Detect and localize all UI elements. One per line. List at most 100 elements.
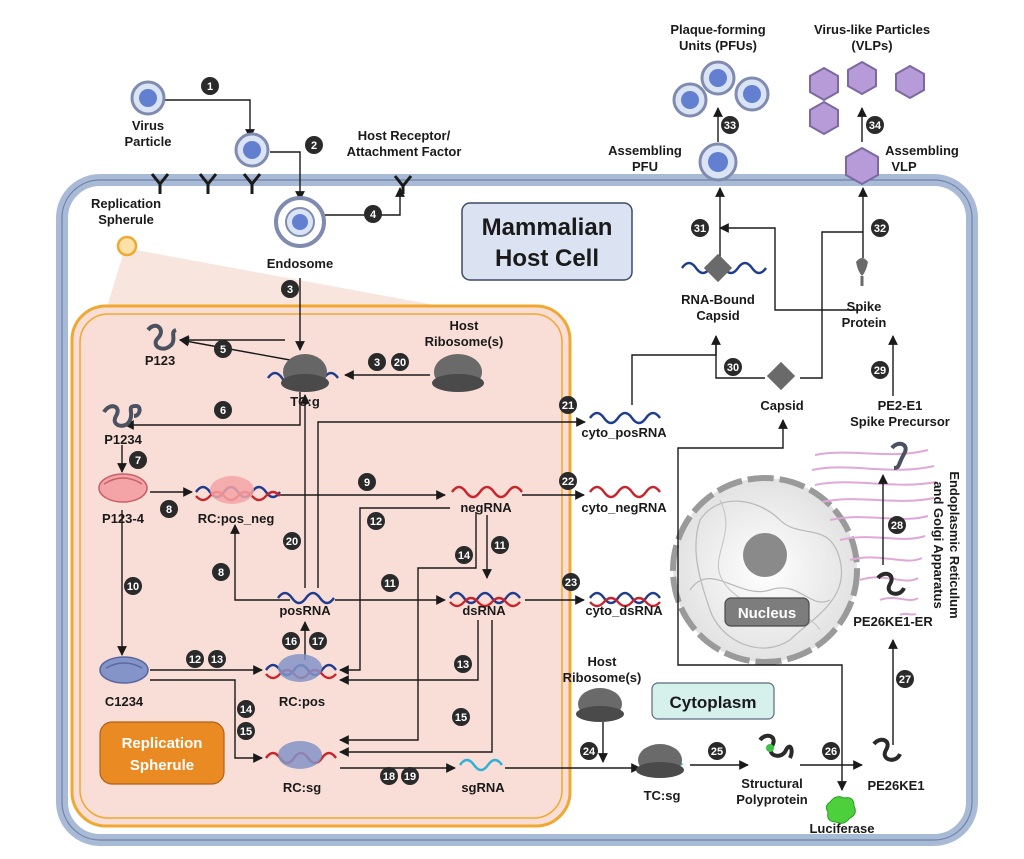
- tcsg-label: TC:sg: [644, 788, 681, 803]
- svg-text:8: 8: [218, 567, 224, 579]
- rc-pos-label: RC:pos: [279, 694, 325, 709]
- pe2e1-icon: [890, 441, 908, 470]
- svg-text:15: 15: [455, 712, 467, 724]
- rc-pos-neg-complex-icon: [210, 476, 254, 504]
- virus-particle-icon: [130, 80, 166, 116]
- svg-text:3: 3: [374, 357, 380, 369]
- dsrna-label: dsRNA: [462, 603, 506, 618]
- p123-icon: [146, 323, 177, 351]
- svg-text:12: 12: [370, 516, 382, 528]
- svg-text:4: 4: [370, 209, 377, 221]
- labels: Virus Particle Host Receptor/ Attachment…: [91, 22, 959, 836]
- step-marker: 20: [283, 532, 301, 550]
- p123-4-label: P123-4: [102, 511, 145, 526]
- replication-spherule-label-2: Spherule: [98, 212, 154, 227]
- step-marker: 9: [358, 473, 376, 491]
- svg-text:33: 33: [724, 120, 736, 132]
- svg-text:13: 13: [457, 659, 469, 671]
- spike-protein-label-2: Protein: [842, 315, 887, 330]
- svg-text:18: 18: [383, 771, 395, 783]
- svg-text:12: 12: [189, 654, 201, 666]
- assembling-pfu-label-1: Assembling: [608, 143, 682, 158]
- vlp-label-2: (VLPs): [851, 38, 892, 53]
- step-marker: 28: [888, 516, 906, 534]
- step-marker: 25: [708, 742, 726, 760]
- step-marker: 15: [237, 722, 255, 740]
- svg-text:32: 32: [874, 223, 886, 235]
- step-marker: 18: [380, 767, 398, 785]
- svg-text:21: 21: [562, 400, 574, 412]
- rna-bound-capsid-label-1: RNA-Bound: [681, 292, 755, 307]
- svg-text:27: 27: [899, 674, 911, 686]
- step-marker: 27: [896, 670, 914, 688]
- pe26ke1-label: PE26KE1: [867, 778, 924, 793]
- step-marker: 8: [212, 563, 230, 581]
- svg-text:9: 9: [364, 477, 370, 489]
- step-marker: 12: [367, 512, 385, 530]
- capsid-icon: [766, 361, 796, 391]
- replication-spherule-badge-line1: Replication: [122, 735, 203, 752]
- host-ribosome-label-1: Host: [450, 318, 480, 333]
- step-marker: 7: [129, 451, 147, 469]
- step-marker: 32: [871, 219, 889, 237]
- structural-polyprotein-icon: [758, 733, 794, 759]
- step-marker: 22: [559, 472, 577, 490]
- step-marker: 1: [201, 77, 219, 95]
- step-marker: 19: [401, 767, 419, 785]
- step-marker: 29: [871, 361, 889, 379]
- assembling-vlp-label-2: VLP: [891, 159, 917, 174]
- rna-bound-capsid-icon: [703, 253, 733, 283]
- replication-spherule-icon: [116, 235, 138, 257]
- svg-text:8: 8: [166, 504, 172, 516]
- step-marker: 33: [721, 116, 739, 134]
- spike-protein-icon: [856, 258, 868, 286]
- step-marker: 21: [559, 396, 577, 414]
- step-marker: 17: [309, 632, 327, 650]
- pfu-icons: [672, 60, 770, 182]
- er-golgi: [811, 449, 937, 616]
- pe2e1-label-2: Spike Precursor: [850, 414, 950, 429]
- step-marker: 20: [391, 353, 409, 371]
- replication-spherule-inner: [79, 313, 563, 819]
- step-marker: 5: [214, 340, 232, 358]
- svg-text:13: 13: [211, 654, 223, 666]
- step-marker: 16: [282, 632, 300, 650]
- er-golgi-label-line2: and Golgi Apparatus: [931, 481, 946, 608]
- title-line2: Host Cell: [495, 245, 599, 272]
- step-marker: 10: [124, 577, 142, 595]
- step-marker: 14: [455, 546, 473, 564]
- svg-text:15: 15: [240, 726, 252, 738]
- step-marker: 31: [691, 219, 709, 237]
- replication-spherule-label-1: Replication: [91, 196, 161, 211]
- rc-pos-neg-label: RC:pos_neg: [198, 511, 275, 526]
- svg-text:14: 14: [240, 704, 253, 716]
- svg-text:22: 22: [562, 476, 574, 488]
- step-marker: 13: [208, 650, 226, 668]
- svg-text:26: 26: [825, 746, 837, 758]
- step-marker: 24: [580, 742, 598, 760]
- rc-pos-complex-icon: [278, 654, 322, 682]
- svg-text:28: 28: [891, 520, 903, 532]
- step-marker: 26: [822, 742, 840, 760]
- cell-membrane-outline: [61, 179, 973, 841]
- svg-text:10: 10: [127, 581, 139, 593]
- svg-text:24: 24: [583, 746, 596, 758]
- assembling-vlp-label-1: Assembling: [885, 143, 959, 158]
- svg-text:20: 20: [286, 536, 298, 548]
- cyto-negrna-label: cyto_negRNA: [581, 500, 667, 515]
- svg-text:25: 25: [711, 746, 723, 758]
- svg-text:19: 19: [404, 771, 416, 783]
- sgrna-label: sgRNA: [461, 780, 505, 795]
- tcg-label: TC:g: [290, 394, 320, 409]
- p123-label: P123: [145, 353, 175, 368]
- p1234-icon: [102, 403, 142, 428]
- endosome-label: Endosome: [267, 256, 333, 271]
- step-marker: 3: [281, 280, 299, 298]
- host-receptor-label-1: Host Receptor/: [358, 128, 451, 143]
- step-marker: 23: [562, 573, 580, 591]
- replication-spherule-box: [70, 304, 572, 828]
- luciferase-icon: [825, 796, 856, 824]
- step-marker: 11: [381, 574, 399, 592]
- spike-protein-label-1: Spike: [847, 299, 882, 314]
